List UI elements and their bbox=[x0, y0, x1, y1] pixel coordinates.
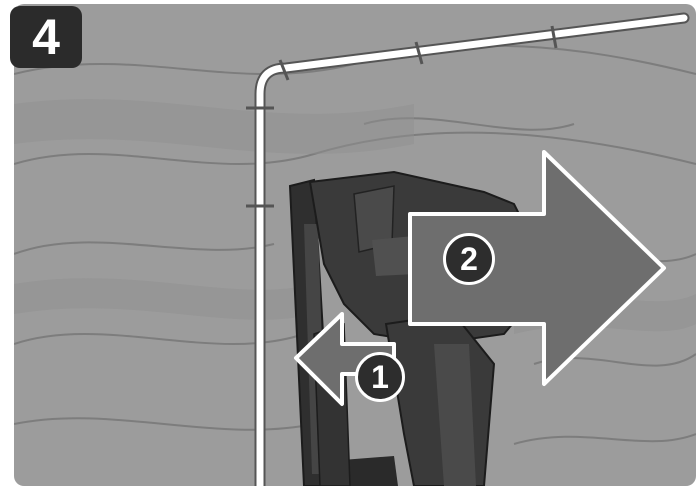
arrow-2-number: 2 bbox=[443, 233, 495, 285]
step-badge: 4 bbox=[10, 6, 82, 68]
arrow-1-number: 1 bbox=[355, 352, 405, 402]
arrow-right-icon bbox=[408, 150, 666, 386]
illustration-canvas bbox=[14, 12, 696, 486]
illustration-panel bbox=[14, 4, 696, 486]
cable-icon bbox=[246, 12, 690, 486]
